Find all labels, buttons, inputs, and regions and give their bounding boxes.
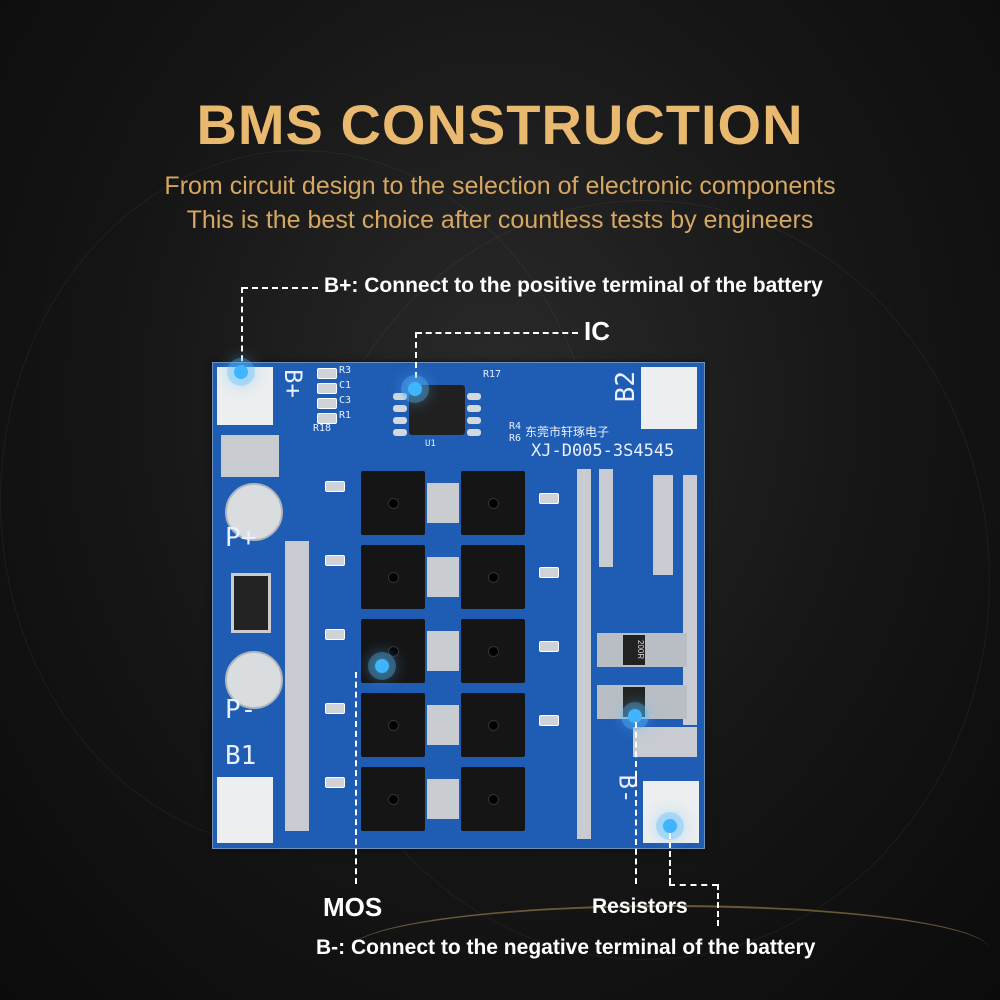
b-plus-silk: B+: [279, 369, 307, 398]
mosfet: [361, 767, 425, 831]
mosfet: [461, 471, 525, 535]
silk-r17: R17: [483, 369, 502, 380]
p-minus-silk: P-: [225, 695, 257, 725]
resistors-marker: [628, 709, 642, 723]
b-minus-leader-h: [669, 884, 718, 886]
maker-silk: 东莞市轩琢电子: [525, 425, 610, 439]
b-plus-leader-h: [242, 287, 318, 289]
b-minus-callout: B-: Connect to the negative terminal of …: [316, 936, 816, 959]
b2-silk: B2: [611, 371, 641, 403]
background-gold-sweep: [350, 905, 990, 995]
ic-leader-h: [416, 332, 578, 334]
copper-strip: [285, 541, 309, 831]
mosfet: [361, 471, 425, 535]
mosfet: [361, 545, 425, 609]
p-plus-silk: P+: [225, 523, 257, 553]
b-minus-leader-v2: [717, 884, 719, 926]
diode: [231, 573, 271, 633]
smd-component: [317, 368, 337, 379]
b1-pad: [217, 777, 273, 843]
model-silk: XJ-D005-3S4545: [531, 441, 675, 461]
copper-strip: [633, 727, 697, 757]
b-minus-leader-v1: [669, 833, 671, 884]
resistors-callout: Resistors: [592, 895, 688, 918]
silk-r18: R18: [313, 423, 332, 434]
b-minus-marker: [663, 819, 677, 833]
b2-pad: [641, 367, 697, 429]
resistor-200r: 200R: [623, 635, 645, 665]
b-minus-silk: B-: [613, 774, 642, 804]
b-minus-pad: [643, 781, 699, 843]
b-plus-callout: B+: Connect to the positive terminal of …: [324, 274, 823, 297]
ic-leader-v: [415, 332, 417, 388]
p-plus-hole: [225, 483, 283, 541]
mos-callout: MOS: [323, 892, 383, 922]
b-plus-leader-v: [241, 287, 243, 371]
mosfet: [461, 619, 525, 683]
ic-marker: [408, 382, 422, 396]
ic-callout: IC: [584, 316, 610, 346]
resistors-leader: [635, 722, 637, 884]
mos-leader: [355, 672, 357, 884]
silk-u1: U1: [425, 439, 436, 449]
mosfet: [361, 693, 425, 757]
mosfet: [461, 767, 525, 831]
subtitle-line-1: From circuit design to the selection of …: [164, 172, 836, 200]
copper-strip: [653, 475, 673, 575]
mos-marker: [375, 659, 389, 673]
resistor: [623, 687, 645, 717]
copper-strip: [599, 469, 613, 567]
b1-silk: B1: [225, 741, 257, 771]
terminal-pad: [221, 435, 279, 477]
mosfet: [361, 619, 425, 683]
smd-component: [317, 398, 337, 409]
page-title: BMS CONSTRUCTION: [196, 93, 804, 156]
p-minus-hole: [225, 651, 283, 709]
mosfet: [461, 545, 525, 609]
mosfet: [461, 693, 525, 757]
subtitle-line-2: This is the best choice after countless …: [186, 206, 814, 234]
smd-component: [317, 413, 337, 424]
copper-strip: [577, 469, 591, 839]
smd-component: [317, 383, 337, 394]
b-plus-marker: [234, 365, 248, 379]
